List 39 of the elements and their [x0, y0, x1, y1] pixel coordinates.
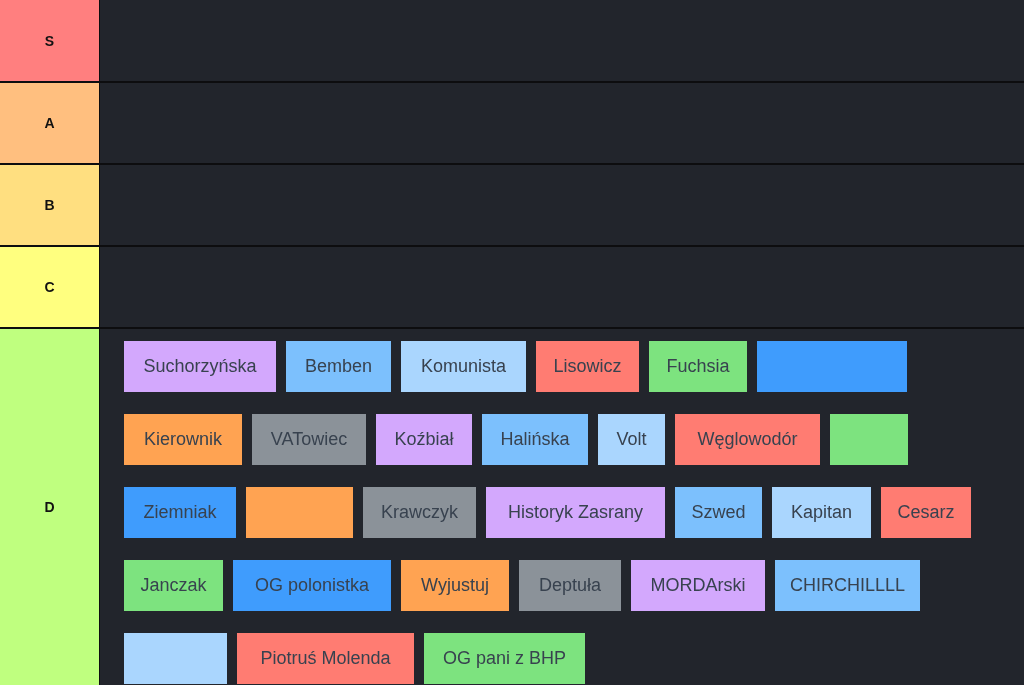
name-card: Volt: [598, 414, 665, 465]
tier-row: [0, 329, 1024, 685]
name-card: Janczak: [124, 560, 223, 611]
name-card: Cesarz: [881, 487, 971, 538]
tier-row: [0, 0, 1024, 81]
name-card: MORDArski: [631, 560, 765, 611]
name-card: Lisowicz: [536, 341, 639, 392]
name-card: Koźbiał: [376, 414, 472, 465]
name-card: Kapitan: [772, 487, 871, 538]
tier-label: C: [0, 247, 100, 327]
blank-card: [124, 633, 227, 684]
tier-row: [0, 165, 1024, 245]
tier-label: A: [0, 83, 100, 163]
name-card: Fuchsia: [649, 341, 747, 392]
tier-label: D: [0, 329, 100, 685]
name-card: Bemben: [286, 341, 391, 392]
tier-row: [0, 83, 1024, 163]
name-card: Szwed: [675, 487, 762, 538]
tier-label: B: [0, 165, 100, 245]
tier-row: [0, 247, 1024, 327]
name-card: Krawczyk: [363, 487, 476, 538]
name-card: Deptuła: [519, 560, 621, 611]
name-card: OG polonistka: [233, 560, 391, 611]
name-card: OG pani z BHP: [424, 633, 585, 684]
name-card: Halińska: [482, 414, 588, 465]
name-card: Komunista: [401, 341, 526, 392]
tier-label: S: [0, 0, 100, 81]
name-card: Historyk Zasrany: [486, 487, 665, 538]
name-card: CHIRCHILLLL: [775, 560, 920, 611]
name-card: Węglowodór: [675, 414, 820, 465]
name-card: VATowiec: [252, 414, 366, 465]
name-card: Wyjustuj: [401, 560, 509, 611]
name-card: Suchorzyńska: [124, 341, 276, 392]
name-card: Piotruś Molenda: [237, 633, 414, 684]
blank-card: [830, 414, 908, 465]
name-card: Kierownik: [124, 414, 242, 465]
name-card: Ziemniak: [124, 487, 236, 538]
blank-card: [246, 487, 353, 538]
blank-card: [757, 341, 907, 392]
